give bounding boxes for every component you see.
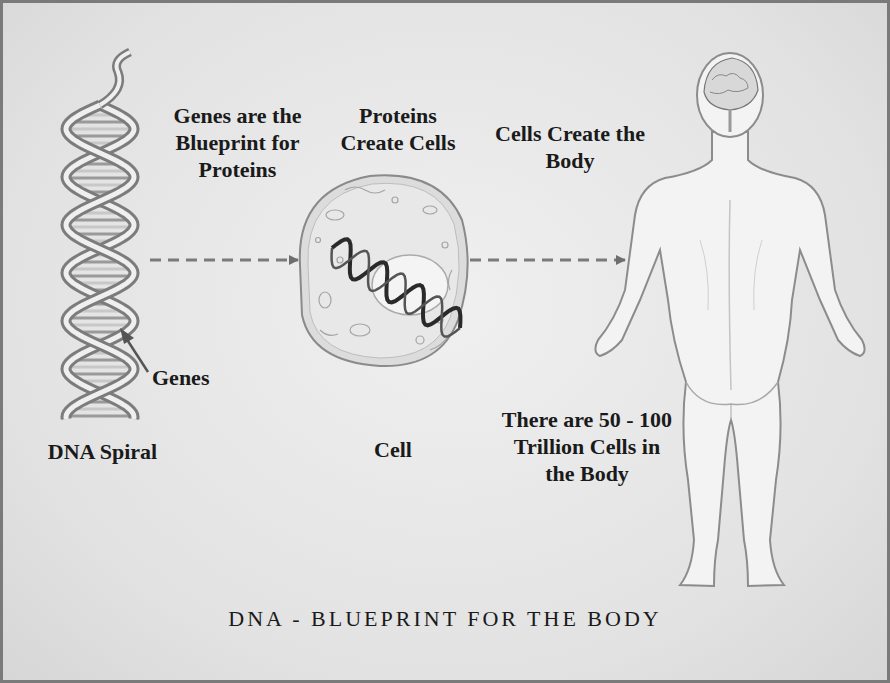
step-heading: Proteins Create Cells (338, 102, 458, 156)
dna-helix (66, 52, 134, 419)
cell-drawing (300, 175, 468, 366)
step-heading: Genes are the Blueprint for Proteins (150, 102, 325, 183)
node-label: Cell (338, 436, 448, 463)
node-label: DNA Spiral (45, 438, 160, 465)
diagram-node: Cell (298, 170, 470, 470)
callout-label: Genes (152, 364, 232, 391)
protein-ribbon (332, 239, 461, 336)
diagram-node: There are 50 - 100 Trillion Cells in the… (625, 40, 875, 595)
diagram-node: DNA Spiral (55, 80, 150, 500)
node-label: There are 50 - 100 Trillion Cells in the… (497, 406, 677, 487)
genes-leader (120, 328, 148, 372)
dashed-arrow (470, 259, 625, 262)
dashed-arrow (150, 259, 298, 262)
step-heading: Cells Create the Body (490, 120, 650, 174)
diagram-title: DNA - BLUEPRINT FOR THE BODY (0, 606, 890, 632)
